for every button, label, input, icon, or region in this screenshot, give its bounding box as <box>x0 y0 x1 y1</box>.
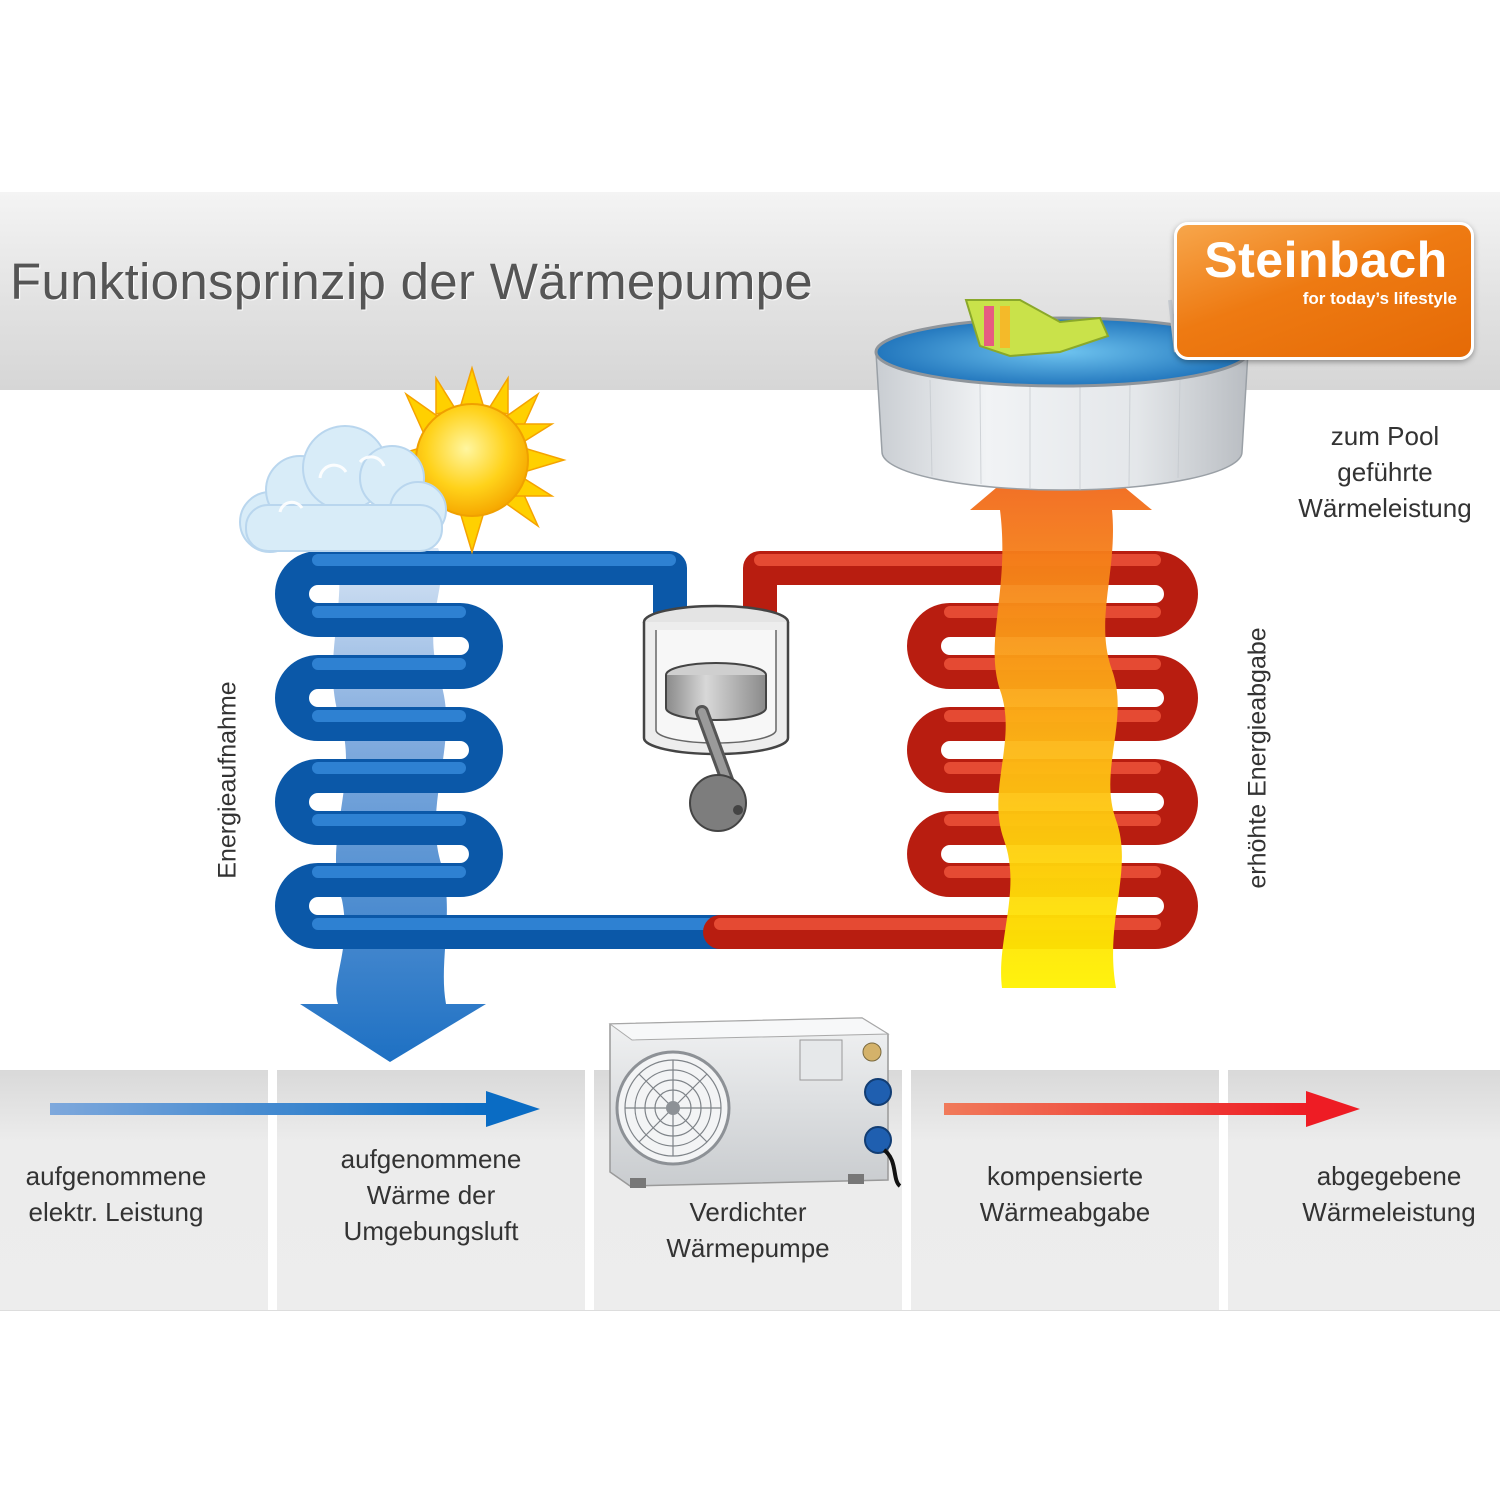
caption-2-line-1: aufgenommene <box>340 1144 522 1174</box>
caption-3-line-2: Wärmepumpe <box>666 1233 830 1263</box>
caption-2-line-2: Wärme der <box>366 1180 496 1210</box>
pool-heat-line-3: Wärmeleistung <box>1298 493 1472 523</box>
energy-output-label: erhöhte Energieabgabe <box>1243 627 1272 889</box>
caption-compressor: Verdichter Wärmepumpe <box>594 1194 902 1266</box>
pool-heat-line-1: zum Pool <box>1330 421 1440 451</box>
caption-3-line-1: Verdichter <box>689 1197 807 1227</box>
steinbach-logo: Steinbach for today’s lifestyle <box>1174 222 1474 360</box>
caption-2-line-3: Umgebungsluft <box>343 1216 519 1246</box>
float-mattress-icon <box>964 299 1110 358</box>
caption-5-line-1: abgegebene <box>1316 1161 1462 1191</box>
pool-heat-label: zum Pool geführte Wärmeleistung <box>1270 418 1500 526</box>
caption-4-line-1: kompensierte <box>986 1161 1144 1191</box>
heat-pump-unit-icon <box>608 1017 902 1188</box>
caption-5-line-2: Wärmeleistung <box>1302 1197 1476 1227</box>
logo-name: Steinbach <box>1204 232 1448 288</box>
logo-tagline: for today’s lifestyle <box>1302 289 1457 308</box>
pool-heat-line-2: geführte <box>1337 457 1433 487</box>
caption-compensated-heat: kompensierte Wärmeabgabe <box>911 1158 1219 1230</box>
caption-1-line-1: aufgenommene <box>25 1161 207 1191</box>
cloud-icon <box>239 425 447 553</box>
caption-output-heat: abgegebene Wärmeleistung <box>1278 1158 1500 1230</box>
compressor-icon <box>642 604 790 832</box>
caption-ambient-heat: aufgenommene Wärme der Umgebungsluft <box>277 1141 585 1249</box>
bottom-rule <box>0 1310 1500 1311</box>
caption-electric-power: aufgenommene elektr. Leistung <box>0 1158 232 1230</box>
caption-1-line-2: elektr. Leistung <box>28 1197 204 1227</box>
page-title: Funktionsprinzip der Wärmepumpe <box>10 253 813 310</box>
hot-heat-flow-arrow <box>970 434 1152 988</box>
blue-flow-arrow <box>50 1091 540 1127</box>
red-flow-arrow <box>944 1091 1360 1127</box>
caption-4-line-2: Wärmeabgabe <box>979 1197 1151 1227</box>
energy-intake-label: Energieaufnahme <box>213 681 242 879</box>
